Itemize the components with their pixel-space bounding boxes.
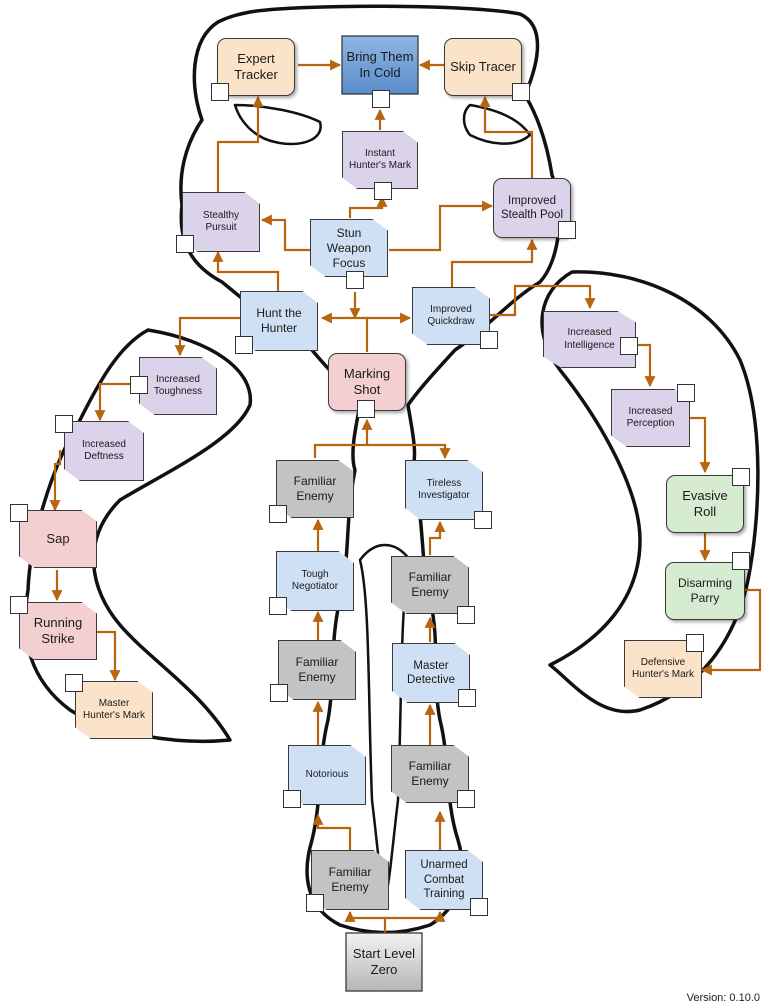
skill-checkbox-tough-negotiator[interactable] [269, 597, 287, 615]
skill-checkbox-familiar-enemy-4[interactable] [457, 790, 475, 808]
skill-checkbox-improved-stealth-pool[interactable] [558, 221, 576, 239]
skill-checkbox-evasive-roll[interactable] [732, 468, 750, 486]
skill-checkbox-unarmed-combat-training[interactable] [470, 898, 488, 916]
skill-node-defensive-hunters-mark[interactable]: Defensive Hunter's Mark [624, 640, 702, 698]
skill-checkbox-increased-perception[interactable] [677, 384, 695, 402]
skill-label: Master Hunter's Mark [83, 697, 145, 722]
skill-label: Start Level Zero [352, 945, 416, 977]
start-level-zero-fill [345, 932, 423, 992]
skill-checkbox-sap[interactable] [10, 504, 28, 522]
skill-checkbox-expert-tracker[interactable] [211, 83, 229, 101]
skill-label: Stealthy Pursuit [202, 209, 240, 234]
skill-node-improved-quickdraw[interactable]: Improved Quickdraw [412, 287, 490, 345]
skill-node-instant-hunters-mark[interactable]: Instant Hunter's Mark [342, 131, 418, 189]
skill-label: Instant Hunter's Mark [349, 147, 411, 172]
skill-label: Hunt the Hunter [256, 306, 302, 335]
skill-node-evasive-roll[interactable]: Evasive Roll [666, 475, 744, 533]
skill-node-increased-toughness[interactable]: Increased Toughness [139, 357, 217, 415]
skill-node-start-level-zero[interactable]: Start Level Zero [346, 933, 422, 991]
skill-checkbox-increased-deftness[interactable] [55, 415, 73, 433]
skill-checkbox-familiar-enemy-2[interactable] [457, 606, 475, 624]
skill-checkbox-familiar-enemy-1[interactable] [269, 505, 287, 523]
skill-checkbox-instant-hunters-mark[interactable] [374, 182, 392, 200]
skill-checkbox-familiar-enemy-5[interactable] [306, 894, 324, 912]
skill-label: Master Detective [407, 659, 455, 686]
skill-label: Improved Quickdraw [427, 303, 475, 328]
skill-node-tough-negotiator[interactable]: Tough Negotiator [276, 551, 354, 611]
skill-label: Familiar Enemy [408, 570, 452, 599]
skill-label: Defensive Hunter's Mark [632, 656, 694, 681]
skill-checkbox-increased-toughness[interactable] [130, 376, 148, 394]
skill-checkbox-stun-weapon-focus[interactable] [346, 271, 364, 289]
skill-checkbox-tireless-investigator[interactable] [474, 511, 492, 529]
skill-label: Notorious [305, 768, 349, 780]
skill-label: Increased Intelligence [564, 327, 615, 351]
right-tusk-outline [540, 270, 760, 714]
skill-label: Familiar Enemy [295, 655, 339, 684]
bring-them-in-cold-fill [341, 35, 419, 95]
skill-checkbox-defensive-hunters-mark[interactable] [686, 634, 704, 652]
skill-label: Increased Perception [626, 405, 675, 430]
skill-node-unarmed-combat-training[interactable]: Unarmed Combat Training [405, 850, 483, 910]
skill-label: Skip Tracer [450, 58, 516, 74]
skill-checkbox-notorious[interactable] [283, 790, 301, 808]
skill-node-stun-weapon-focus[interactable]: Stun Weapon Focus [310, 219, 388, 277]
skill-node-increased-deftness[interactable]: Increased Deftness [64, 421, 144, 481]
skill-label: Familiar Enemy [293, 474, 337, 503]
skill-node-hunt-the-hunter[interactable]: Hunt the Hunter [240, 291, 318, 351]
skill-label: Marking Shot [343, 365, 391, 397]
skill-label: Stun Weapon Focus [326, 225, 372, 270]
skill-label: Expert Tracker [234, 50, 278, 82]
skill-checkbox-master-detective[interactable] [458, 689, 476, 707]
skill-node-familiar-enemy-3[interactable]: Familiar Enemy [278, 640, 356, 700]
skill-node-expert-tracker[interactable]: Expert Tracker [217, 38, 295, 96]
skill-node-master-detective[interactable]: Master Detective [392, 643, 470, 703]
skill-checkbox-skip-tracer[interactable] [512, 83, 530, 101]
skill-node-disarming-parry[interactable]: Disarming Parry [665, 562, 745, 620]
skill-label: Tough Negotiator [291, 568, 339, 593]
skill-node-bring-them-in-cold[interactable]: Bring Them In Cold [342, 36, 418, 94]
skill-node-familiar-enemy-4[interactable]: Familiar Enemy [391, 745, 469, 803]
skill-label: Sap [46, 530, 70, 546]
skill-node-master-hunters-mark[interactable]: Master Hunter's Mark [75, 681, 153, 739]
skill-node-skip-tracer[interactable]: Skip Tracer [444, 38, 522, 96]
skill-label: Evasive Roll [682, 487, 728, 519]
skill-label: Increased Deftness [82, 438, 126, 463]
skill-checkbox-running-strike[interactable] [10, 596, 28, 614]
skill-label: Unarmed Combat Training [420, 859, 468, 901]
skill-checkbox-hunt-the-hunter[interactable] [235, 336, 253, 354]
left-tusk-outline [23, 328, 253, 743]
skill-label: Bring Them In Cold [346, 48, 414, 80]
version-label: Version: 0.10.0 [686, 992, 760, 1004]
skill-node-familiar-enemy-2[interactable]: Familiar Enemy [391, 556, 469, 614]
skill-label: Disarming Parry [677, 576, 732, 605]
skill-node-familiar-enemy-5[interactable]: Familiar Enemy [311, 850, 389, 910]
skill-checkbox-increased-intelligence[interactable] [620, 337, 638, 355]
skill-label: Familiar Enemy [328, 865, 372, 894]
skill-label: Increased Toughness [153, 373, 203, 398]
skill-checkbox-bring-them-in-cold[interactable] [372, 90, 390, 108]
skill-node-running-strike[interactable]: Running Strike [19, 602, 97, 660]
skill-label: Familiar Enemy [408, 759, 452, 788]
skill-checkbox-disarming-parry[interactable] [732, 552, 750, 570]
skill-checkbox-marking-shot[interactable] [357, 400, 375, 418]
skill-checkbox-improved-quickdraw[interactable] [480, 331, 498, 349]
skill-node-tireless-investigator[interactable]: Tireless Investigator [405, 460, 483, 520]
skill-label: Improved Stealth Pool [500, 194, 563, 221]
skill-node-stealthy-pursuit[interactable]: Stealthy Pursuit [182, 192, 260, 252]
skill-node-sap[interactable]: Sap [19, 510, 97, 568]
skill-label: Tireless Investigator [418, 477, 470, 502]
emblem-inner-marks [233, 103, 532, 902]
skill-label: Running Strike [33, 614, 83, 646]
skill-node-familiar-enemy-1[interactable]: Familiar Enemy [276, 460, 354, 518]
skill-node-notorious[interactable]: Notorious [288, 745, 366, 805]
skill-checkbox-stealthy-pursuit[interactable] [176, 235, 194, 253]
skill-checkbox-familiar-enemy-3[interactable] [270, 684, 288, 702]
skill-checkbox-master-hunters-mark[interactable] [65, 674, 83, 692]
skill-node-increased-perception[interactable]: Increased Perception [611, 389, 690, 447]
